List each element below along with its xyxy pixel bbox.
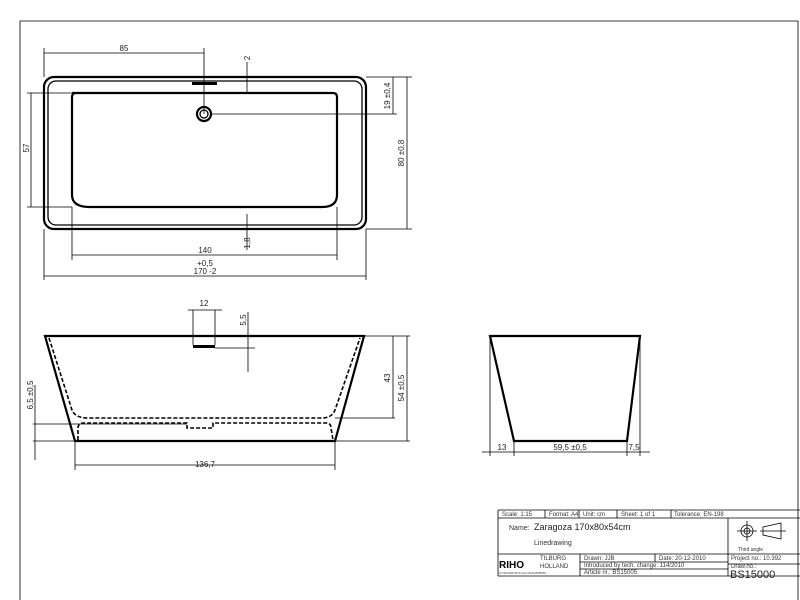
overflow-slot bbox=[192, 82, 217, 85]
top-view: 85 2 19 ±0,4 80 ±0,8 57 1,8 140 +0,5 170… bbox=[22, 44, 412, 280]
dim-bottom-rim: 1,8 bbox=[243, 237, 252, 249]
dim-height: 54 ±0,5 bbox=[397, 374, 406, 401]
tub-end-outline bbox=[488, 334, 642, 443]
date: Date: 20-12-2010 bbox=[659, 556, 706, 562]
riho-logo: RIHO bbox=[499, 560, 524, 571]
tub-side-outline bbox=[43, 334, 366, 443]
dim-depth: 43 bbox=[383, 373, 392, 382]
draw-no-label: Draw.no.: bbox=[731, 564, 757, 570]
dim-length: 170 -2 bbox=[194, 267, 217, 276]
article-no: Article nr.: BS15005 bbox=[584, 570, 638, 576]
drawing-frame bbox=[19, 20, 799, 600]
city: TILBURG bbox=[540, 556, 566, 562]
dim-rim: 2 bbox=[243, 55, 252, 60]
dim-inner-width: 57 bbox=[22, 143, 31, 152]
format: Format: A4 bbox=[549, 512, 579, 518]
title-block: Scale: 1:15 Format: A4 Unit: cm Sheet: 1… bbox=[497, 509, 800, 581]
inner-basin-dashed bbox=[48, 337, 361, 419]
tub-outer-rim bbox=[42, 75, 368, 231]
dim-end-right: 7,5 bbox=[628, 443, 640, 452]
unit: Unit: cm bbox=[583, 512, 605, 518]
drawing-name: Zaragoza 170x80x54cm bbox=[534, 522, 631, 532]
dim-overflow: 12 bbox=[200, 299, 209, 308]
tub-inner-rim bbox=[47, 80, 363, 226]
scale: Scale: 1:15 bbox=[502, 512, 533, 518]
end-view: 13 59,5 ±0,5 7,5 bbox=[482, 334, 650, 456]
dim-base-length: 136,7 bbox=[195, 460, 216, 469]
tolerance: Tolerance: EN-198 bbox=[674, 512, 724, 518]
dim-overflow-depth: 5,5 bbox=[239, 314, 248, 326]
draw-no: BS15000 bbox=[730, 569, 775, 581]
country: HOLLAND bbox=[540, 564, 569, 570]
dim-end-base-width: 59,5 ±0,5 bbox=[553, 443, 587, 452]
introduced: Introduced by tech. change: 114/2010 bbox=[584, 563, 685, 569]
side-view: 12 5,5 43 54 ±0,5 6,5 ±0,5 136,7 bbox=[26, 299, 410, 470]
dim-half-length: 85 bbox=[120, 44, 129, 53]
dim-inner-length: 140 bbox=[198, 246, 212, 255]
dim-base: 6,5 ±0,5 bbox=[26, 380, 35, 409]
dim-length-tolerance: +0,5 bbox=[197, 259, 213, 268]
third-angle-projection-icon bbox=[737, 521, 786, 541]
name-label: Name: bbox=[509, 525, 530, 532]
dim-end-left: 13 bbox=[498, 443, 507, 452]
basin-outline bbox=[70, 91, 339, 209]
drawn: Drawn: JJB bbox=[584, 556, 615, 562]
sheet: Sheet: 1 of 1 bbox=[621, 512, 656, 518]
dim-drain-offset: 19 ±0,4 bbox=[383, 82, 392, 109]
projection-label: Third angle bbox=[738, 547, 763, 553]
overflow-fitting bbox=[193, 345, 215, 348]
project-no: Project no.: 10.392 bbox=[731, 556, 782, 562]
dim-width: 80 ±0,8 bbox=[397, 139, 406, 166]
contact: Tel 0031135734734 Fax 0031135355083 bbox=[499, 571, 546, 575]
drawing-subtitle: Linedrawing bbox=[534, 540, 572, 547]
base-dashed bbox=[77, 422, 334, 441]
